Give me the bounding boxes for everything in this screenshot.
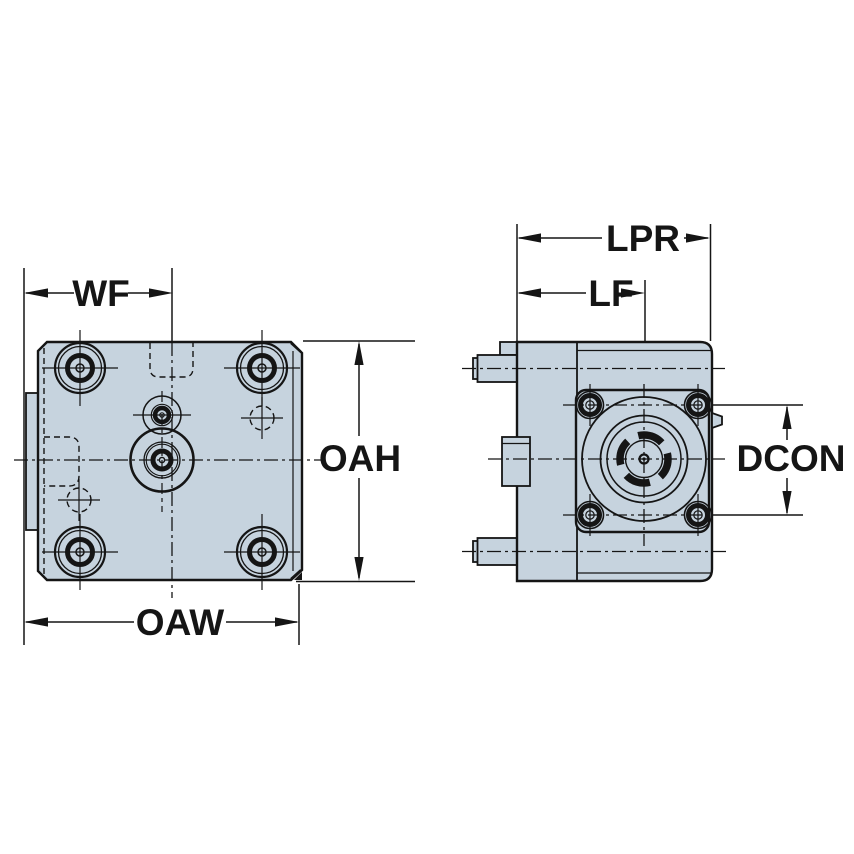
chamfer-wedge — [294, 572, 302, 580]
arrowhead-up — [782, 405, 792, 429]
dimension-oah: OAH — [296, 340, 415, 583]
arrowhead-right — [149, 288, 173, 298]
mount-bolt-bottom-right — [224, 514, 300, 590]
arrowhead-left — [24, 617, 48, 627]
dimension-dcon: DCON — [712, 404, 846, 516]
arrowhead-right — [621, 288, 645, 298]
dim-label-dcon: DCON — [737, 438, 846, 479]
body-step — [499, 341, 518, 356]
mount-bolt-top-right — [224, 330, 300, 406]
mount-bolt-top-left — [42, 330, 118, 406]
arrowhead-down — [354, 557, 364, 581]
dimension-lpr: LPR — [516, 218, 712, 341]
chamfer-edge — [290, 569, 302, 580]
dim-label-wf: WF — [72, 273, 130, 314]
clamp-block — [501, 436, 531, 487]
arrowhead-up — [354, 341, 364, 365]
arrowhead-right — [686, 233, 710, 243]
dim-label-lpr: LPR — [606, 218, 680, 259]
dashed-pocket-left — [44, 436, 80, 487]
arrowhead-down — [782, 491, 792, 515]
flange-plate — [574, 388, 711, 534]
front-view: WF OAH OAW — [14, 268, 415, 645]
side-view: LPR LF DCON — [462, 218, 846, 583]
arrowhead-left — [24, 288, 48, 298]
arrowhead-left — [517, 233, 541, 243]
chamfer-edge — [290, 342, 302, 353]
dimension-oaw: OAW — [24, 584, 300, 645]
arrowhead-left — [517, 288, 541, 298]
dimension-wf: WF — [23, 268, 173, 645]
hidden-hole — [58, 479, 100, 521]
edge-notch — [711, 411, 723, 430]
dim-label-oah: OAH — [319, 438, 401, 479]
mount-bolt-bottom-left — [42, 514, 118, 590]
arrowhead-right — [275, 617, 299, 627]
dimension-lf: LF — [517, 273, 646, 341]
dim-label-oaw: OAW — [136, 602, 224, 643]
dim-label-lf: LF — [588, 273, 633, 314]
